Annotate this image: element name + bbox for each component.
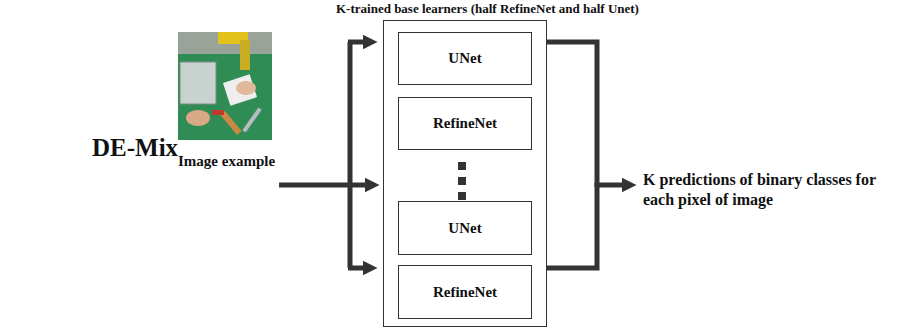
output-text: K predictions of binary classes for each…	[643, 170, 909, 210]
node-text: RefineNet	[433, 283, 497, 302]
connector-arrow	[547, 185, 623, 268]
group-heading: K-trained base learners (half RefineNet …	[336, 1, 639, 17]
learner-group: K-trained base learners (half RefineNet …	[383, 20, 547, 327]
diagram-label: DE-Mix	[92, 134, 178, 162]
image-example: Image example	[178, 32, 275, 171]
split-bracket	[348, 42, 353, 268]
learner-box: RefineNet	[398, 97, 532, 150]
merge-bracket	[547, 42, 597, 187]
connector-arrow	[279, 183, 366, 188]
photo-parts-box	[180, 62, 216, 104]
branch-arrow	[348, 40, 364, 45]
photo	[178, 32, 272, 140]
learner-box: RefineNet	[398, 265, 532, 319]
node-text: RefineNet	[433, 114, 497, 133]
ellipsis-dot	[458, 192, 466, 200]
branch-arrow	[348, 266, 364, 271]
photo-hand	[236, 81, 256, 95]
node-text: UNet	[448, 49, 481, 68]
photo-table	[178, 32, 272, 140]
photo-paper	[223, 74, 257, 105]
learner-box: UNet	[398, 32, 532, 85]
photo-hand	[186, 110, 210, 126]
node-text: K predictions of binary classes for each…	[643, 170, 909, 210]
node-text: UNet	[448, 219, 481, 238]
ellipsis-dot	[458, 162, 466, 170]
ellipsis-dot	[458, 177, 466, 185]
photo-pliers	[212, 110, 224, 115]
image-spacer	[178, 32, 272, 140]
photo-back	[178, 32, 272, 54]
node-text: Image example	[178, 152, 275, 171]
learner-box: UNet	[398, 201, 532, 255]
photo-wrench	[242, 107, 261, 132]
photo-robot-arm	[240, 40, 250, 70]
